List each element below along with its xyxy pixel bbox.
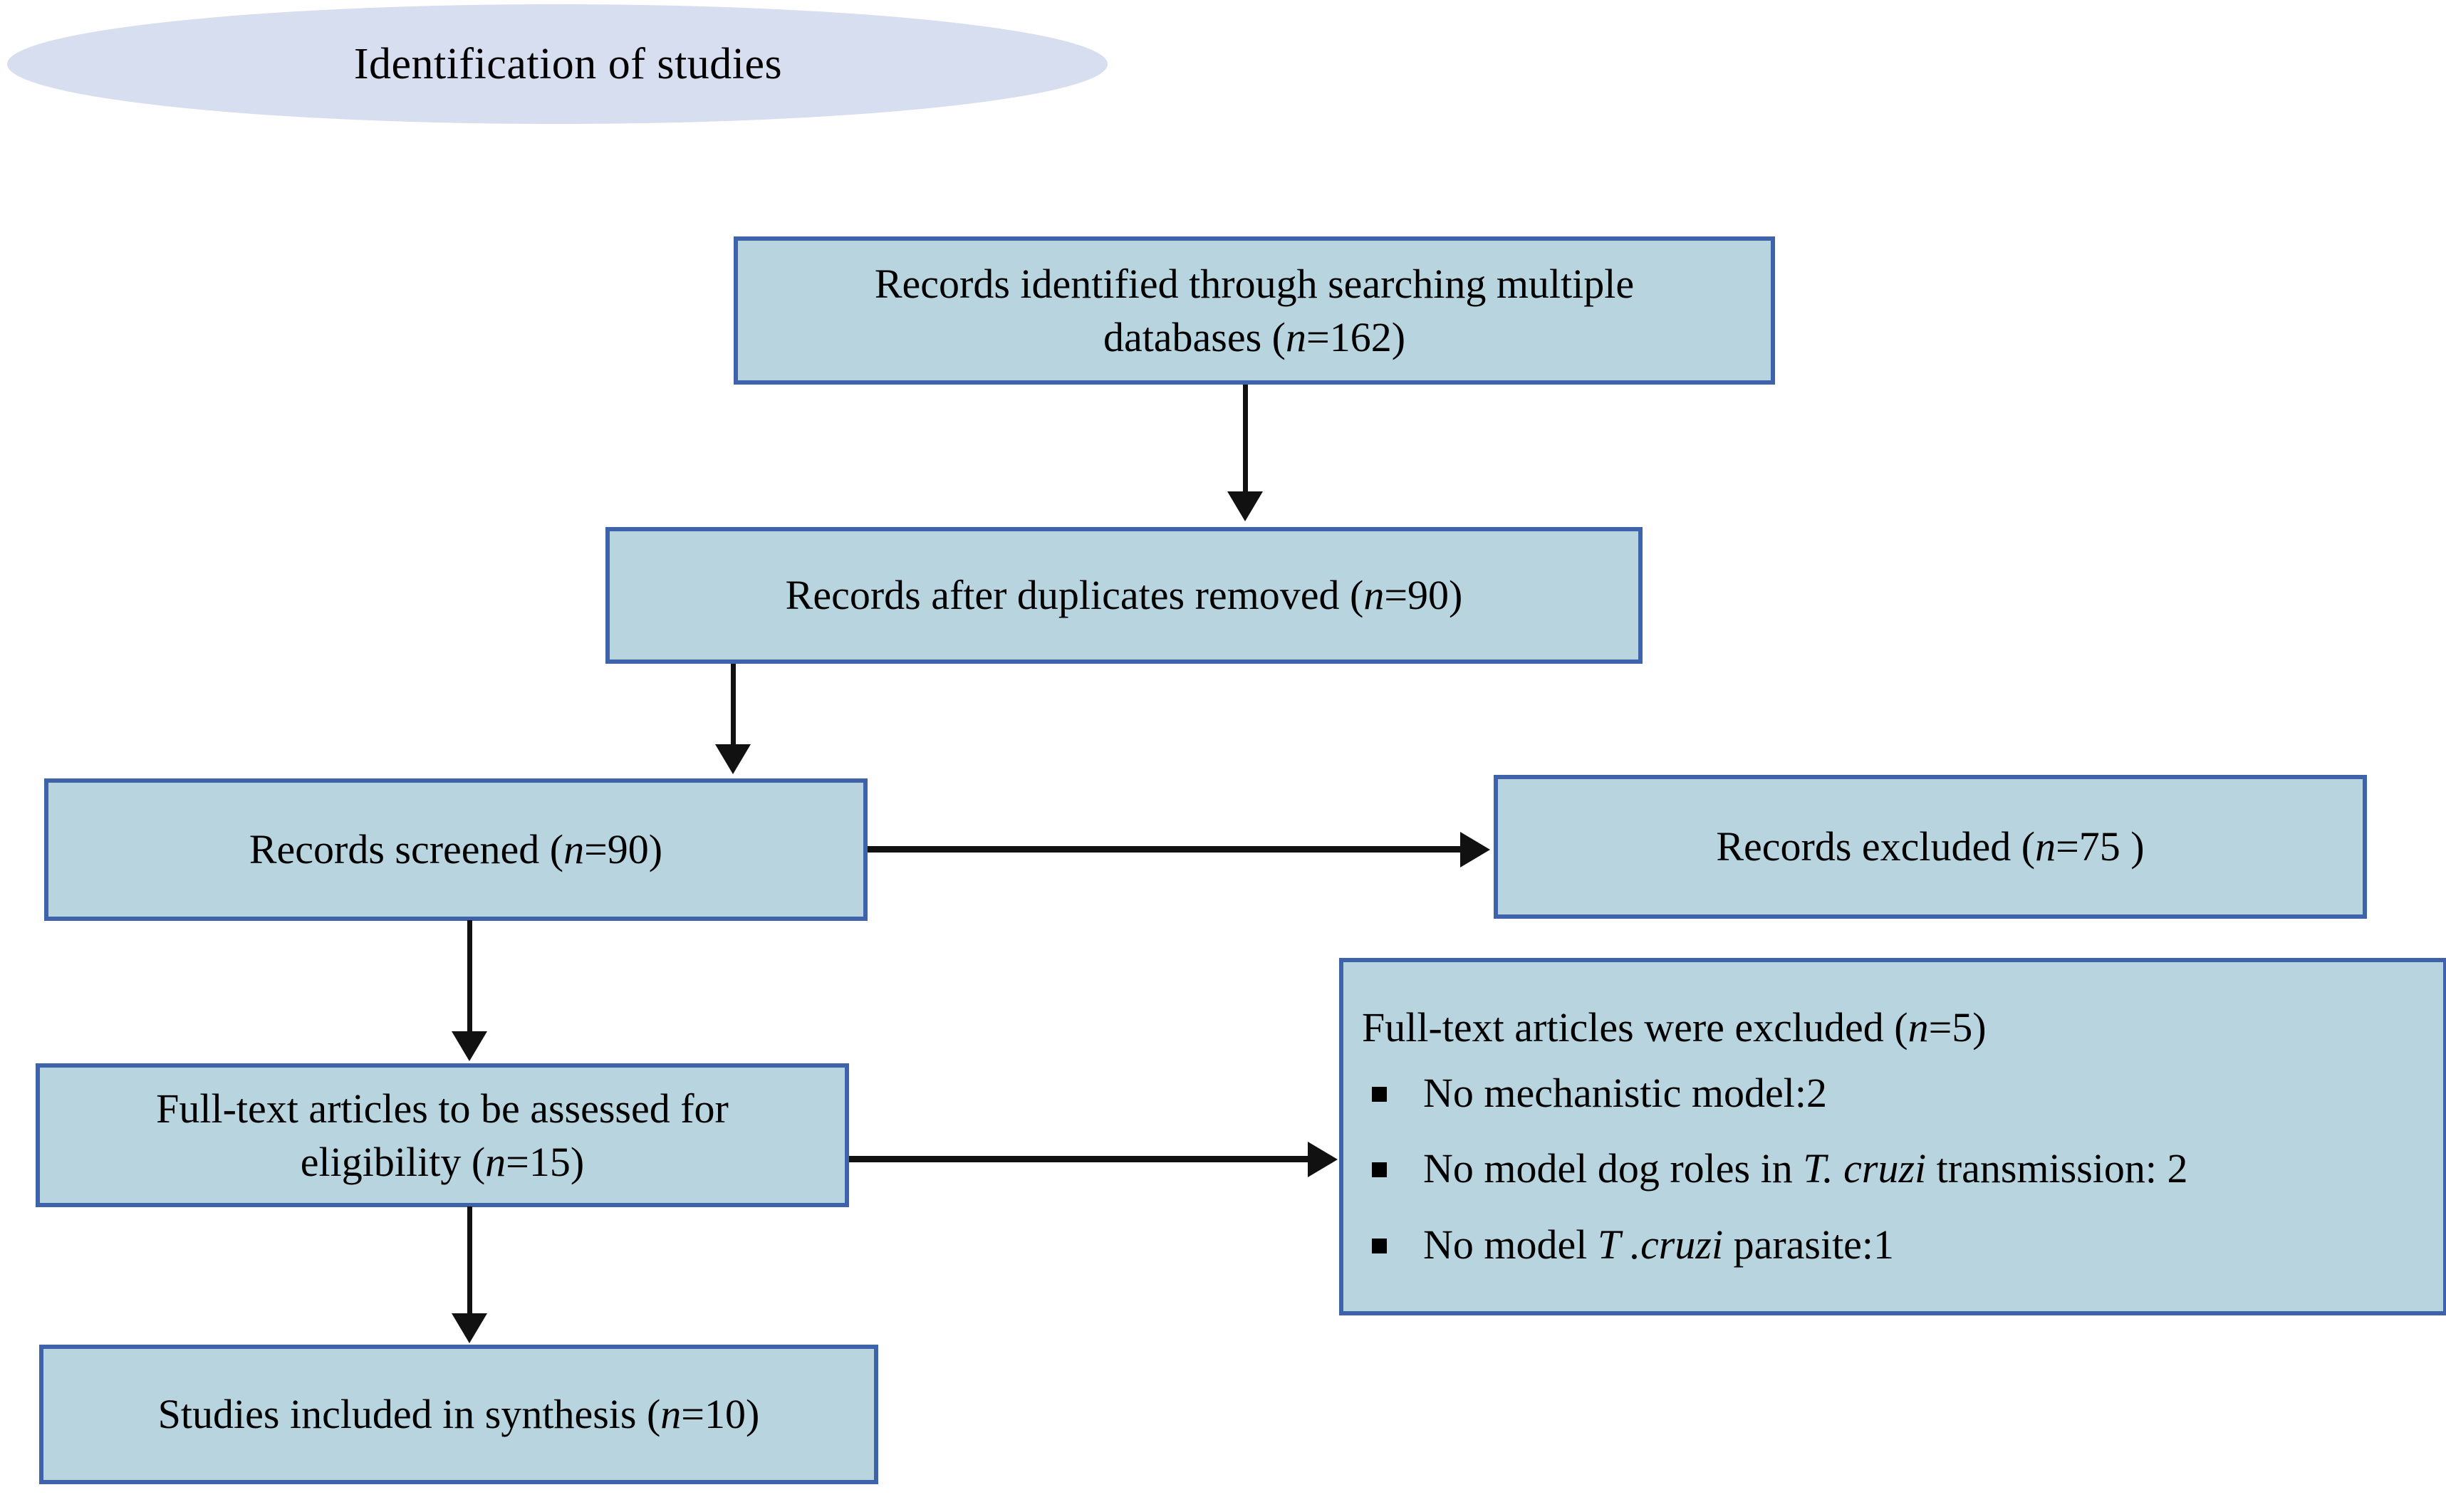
node-records-excluded: Records excluded (n=75 ) [1494,775,2367,919]
reason-1-text-after: transmission: 2 [1926,1145,2188,1192]
node-records-screened-text: Records screened (n=90) [58,823,853,876]
square-bullet-icon [1372,1239,1387,1253]
reason-1-italic: T. cruzi [1803,1145,1927,1192]
reason-0-text-before: No mechanistic model:2 [1423,1069,1827,1116]
node-records-identified-text: Records identified through searching mul… [748,257,1761,365]
node-records-excluded-text: Records excluded (n=75 ) [1508,820,2353,873]
records-identified-line2-suffix: =162) [1306,314,1406,360]
fulltext-excluded-heading-prefix: Full-text articles were excluded ( [1362,1004,1908,1050]
node-fulltext-assessed-text: Full-text articles to be assessed for el… [50,1082,835,1189]
node-records-after-duplicates: Records after duplicates removed (n=90) [605,527,1643,664]
records-screened-suffix: =90) [584,826,663,873]
list-item: No model T .cruzi parasite:1 [1362,1220,2425,1271]
edge-screened-to-excluded-arrow-icon [1460,832,1490,867]
studies-included-prefix: Studies included in synthesis ( [157,1391,661,1438]
reason-2-text-after: parasite:1 [1723,1221,1895,1268]
studies-included-n-symbol: n [660,1391,682,1438]
records-excluded-prefix: Records excluded ( [1716,823,2036,870]
records-identified-line2-prefix: databases ( [1103,314,1286,360]
node-records-identified: Records identified through searching mul… [734,236,1775,385]
records-excluded-suffix: =75 ) [2056,823,2145,870]
studies-included-suffix: =10) [681,1391,760,1438]
reason-2-text-before: No model [1423,1221,1598,1268]
node-fulltext-assessed: Full-text articles to be assessed for el… [36,1063,849,1207]
records-identified-line1: Records identified through searching mul… [874,260,1635,307]
node-records-screened: Records screened (n=90) [44,778,868,921]
edge-screened-to-excluded-line [868,846,1462,853]
records-after-duplicates-suffix: =90) [1384,572,1463,619]
edge-duplicates-to-screened-arrow-icon [715,744,751,774]
edge-fulltext-to-included-arrow-icon [452,1313,487,1343]
fulltext-excluded-heading: Full-text articles were excluded (n=5) [1362,1002,2425,1054]
list-item: No mechanistic model:2 [1362,1068,2425,1119]
edge-screened-to-fulltext-line [467,920,472,1033]
edge-fulltext-to-excluded-arrow-icon [1308,1142,1338,1177]
node-fulltext-excluded-text: Full-text articles were excluded (n=5) N… [1362,1002,2425,1296]
edge-fulltext-to-included-line [467,1206,472,1315]
records-after-duplicates-prefix: Records after duplicates removed ( [785,572,1364,619]
edge-screened-to-fulltext-arrow-icon [452,1031,487,1061]
fulltext-excluded-reason-list: No mechanistic model:2 No model dog role… [1362,1068,2425,1271]
node-fulltext-excluded: Full-text articles were excluded (n=5) N… [1339,958,2446,1315]
fulltext-excluded-n-symbol: n [1908,1004,1929,1050]
edge-fulltext-to-excluded-line [849,1156,1309,1162]
fulltext-assessed-line2-suffix: =15) [506,1139,585,1185]
square-bullet-icon [1372,1086,1387,1102]
reason-1-text-before: No model dog roles in [1423,1145,1804,1192]
node-studies-included-text: Studies included in synthesis (n=10) [53,1387,864,1441]
square-bullet-icon [1372,1162,1387,1178]
node-studies-included: Studies included in synthesis (n=10) [39,1345,878,1484]
node-records-after-duplicates-text: Records after duplicates removed (n=90) [620,568,1628,622]
fulltext-assessed-n-symbol: n [485,1139,506,1185]
fulltext-excluded-heading-suffix: =5) [1928,1004,1987,1050]
list-item: No model dog roles in T. cruzi transmiss… [1362,1144,2425,1194]
reason-2-italic: T .cruzi [1597,1221,1724,1268]
identification-stage-label: Identification of studies [353,39,783,88]
records-identified-n-symbol: n [1286,314,1306,360]
edge-duplicates-to-screened-line [731,664,736,746]
fulltext-assessed-line1: Full-text articles to be assessed for [156,1085,729,1132]
records-after-duplicates-n-symbol: n [1363,572,1385,619]
records-screened-n-symbol: n [563,826,585,873]
records-screened-prefix: Records screened ( [249,826,564,873]
edge-identified-to-duplicates-arrow-icon [1227,491,1263,521]
fulltext-assessed-line2-prefix: eligibility ( [300,1139,486,1185]
edge-identified-to-duplicates-line [1243,385,1248,493]
records-excluded-n-symbol: n [2035,823,2056,870]
identification-stage-ellipse: Identification of studies [7,4,1108,124]
